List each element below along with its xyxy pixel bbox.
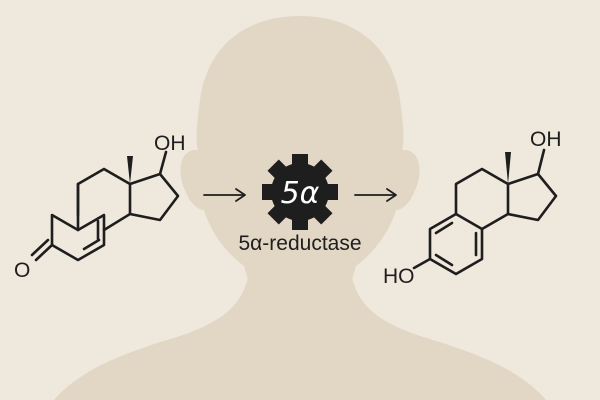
right-oh-bond — [536, 148, 546, 176]
arrow-right-icon-left — [203, 188, 246, 202]
left-methyl-wedge — [127, 156, 133, 184]
silhouette-head — [180, 16, 420, 280]
person-silhouette — [54, 16, 546, 400]
left-o-label: O — [14, 259, 30, 282]
left-ketone-bond-1 — [34, 243, 54, 262]
left-ring-a-double-1 — [82, 238, 101, 251]
gear-symbol: 5α — [281, 176, 320, 211]
silhouette-shoulders — [54, 262, 546, 400]
left-oh-label: OH — [154, 132, 186, 155]
arrow-right-icon-right — [354, 188, 397, 202]
right-oh-label: OH — [530, 128, 562, 151]
right-ho-label: HO — [383, 265, 415, 288]
right-ring-a — [428, 212, 484, 276]
left-molecule: OH O — [14, 132, 186, 282]
left-ketone-bond-2 — [30, 238, 50, 257]
left-ring-a — [50, 213, 106, 262]
left-oh-bond — [158, 150, 168, 176]
right-methyl-wedge — [505, 152, 511, 184]
right-ring-cd — [506, 172, 558, 222]
left-ring-cd — [128, 172, 180, 222]
right-ho-bond — [412, 257, 432, 270]
right-ring-a-double-3 — [434, 221, 454, 235]
right-ring-b — [454, 167, 510, 231]
enzyme-label: 5α-reductase — [238, 232, 361, 255]
right-ring-a-double-2 — [434, 253, 454, 267]
gear-icon: 5α — [262, 154, 338, 230]
right-molecule: OH HO — [383, 128, 562, 288]
